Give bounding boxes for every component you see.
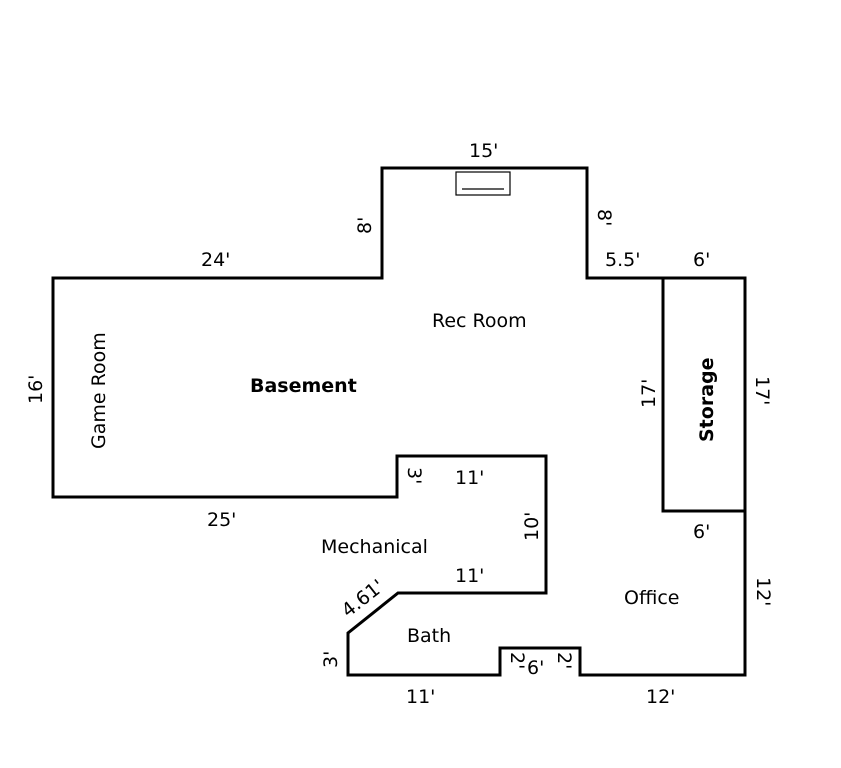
dim-rec-top: 15' (469, 140, 498, 162)
dim-notch-vertical: 3' (403, 467, 425, 484)
dim-storage-right: 17' (751, 376, 773, 405)
dim-office-right: 12' (752, 577, 774, 606)
dim-alcove-left: 2' (506, 652, 528, 669)
game-room-label: Game Room (88, 332, 110, 449)
dim-mech-bottom: 11' (455, 565, 484, 587)
storage-label: Storage (696, 358, 718, 443)
dim-alcove-right: 2' (553, 652, 575, 669)
dim-rec-right: 8' (593, 209, 615, 226)
dim-storage-bottom: 6' (693, 521, 710, 543)
dim-alcove-width: 6' (527, 657, 544, 679)
dim-storage-top: 6' (693, 249, 710, 271)
dim-west: 16' (25, 375, 47, 404)
bath-label: Bath (407, 625, 451, 647)
dim-mech-right: 10' (521, 512, 543, 541)
mechanical-label: Mechanical (321, 536, 428, 558)
dim-diagonal: 4.61' (338, 575, 389, 622)
dim-notch-top: 11' (455, 467, 484, 489)
dim-storage-left: 17' (638, 379, 660, 408)
dim-north-left: 24' (201, 249, 230, 271)
dim-bath-left: 3' (320, 651, 342, 668)
fireplace-symbol (455, 171, 511, 196)
basement-label: Basement (250, 375, 357, 397)
rec-room-label: Rec Room (432, 310, 527, 332)
dim-south-left: 25' (207, 509, 236, 531)
storage-wall (661, 276, 747, 513)
dim-north-mid: 5.5' (605, 249, 640, 271)
dim-office-bottom: 12' (646, 686, 675, 708)
outer-wall (51, 166, 747, 677)
dim-rec-left: 8' (354, 217, 376, 234)
dim-bath-bottom: 11' (406, 686, 435, 708)
office-label: Office (624, 587, 679, 609)
